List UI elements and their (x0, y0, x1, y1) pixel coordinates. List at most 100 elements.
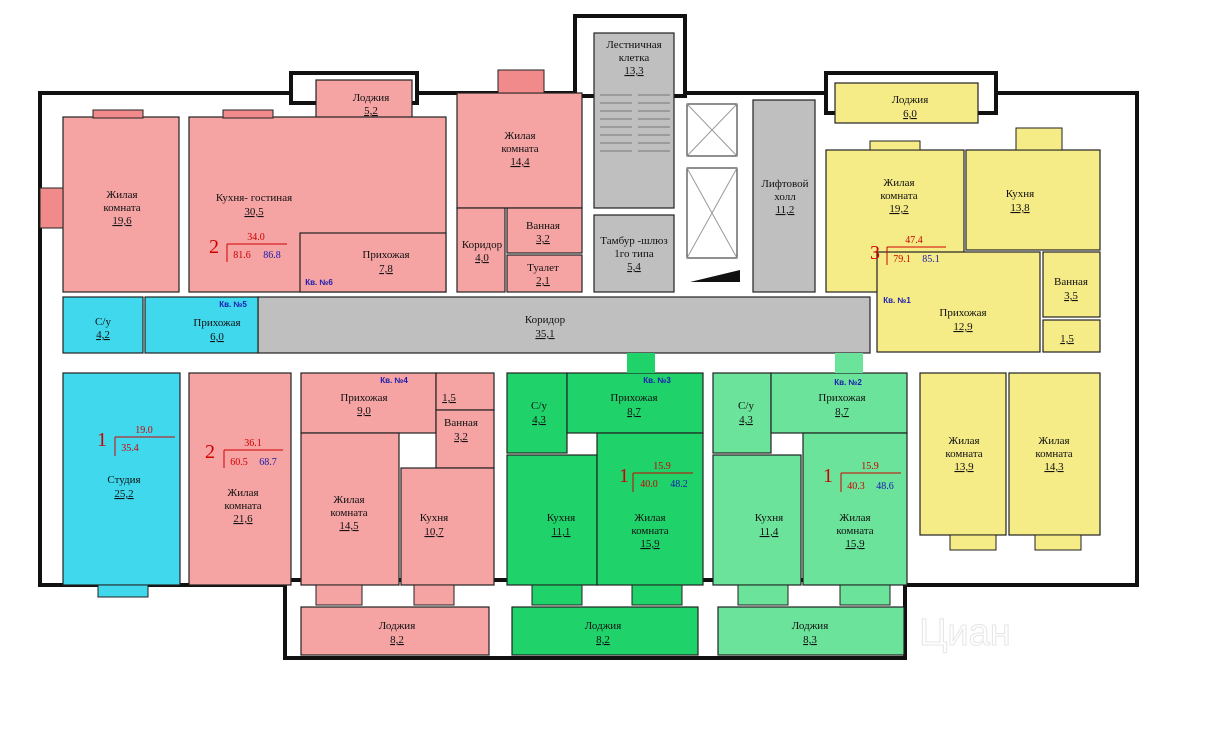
label-hall-8-7-kv2: Прихожая (818, 392, 865, 404)
label-wc-4-2: С/у (95, 316, 111, 328)
window-g-bot-2 (631, 584, 683, 606)
area-living-13-9: 13,9 (954, 461, 974, 473)
area-hall-12-9: 12,9 (953, 321, 973, 333)
label-living-15-9-kv2: Жилая (839, 512, 870, 524)
area-wc-4-3-kv2: 4,3 (739, 414, 753, 426)
room-living-15-9-kv3 (596, 432, 704, 586)
legend-kv5: 1 19.0 35.4 (97, 425, 175, 456)
legend-kv6-total-a: 81.6 (233, 250, 251, 261)
legend-kv2-total-b: 48.6 (876, 481, 894, 492)
label-bath-3-5: Ванная (1054, 276, 1088, 288)
legend-kv6-total-b: 86.8 (263, 250, 281, 261)
label-airlock-b: 1го типа (614, 248, 654, 260)
ramp-icon (690, 270, 740, 282)
legend-kv1-rooms: 3 (870, 242, 880, 264)
window-y-bot-1 (949, 534, 997, 551)
legend-kv2-living: 15.9 (861, 461, 879, 472)
legend-kv6: 2 34.0 81.6 86.8 (209, 232, 287, 262)
label-kitchen-11-1: Кухня (547, 512, 575, 524)
label-hall-12-9: Прихожая (939, 307, 986, 319)
window-y-top-2 (1015, 127, 1063, 151)
door-lg-top (835, 353, 863, 373)
legend-kv3-total-b: 48.2 (670, 479, 688, 490)
room-kitchen-10-7 (400, 467, 495, 586)
area-small-1-5-right: 1,5 (1060, 333, 1074, 345)
label-hall-8-7-kv3: Прихожая (610, 392, 657, 404)
window-left (39, 187, 64, 229)
area-living-14-4: 14,4 (510, 156, 530, 168)
area-bath-3-5: 3,5 (1064, 290, 1078, 302)
legend-kv4-living: 36.1 (244, 438, 262, 449)
label-living-14-5: Жилая (333, 494, 364, 506)
apartment-kv3 (506, 353, 704, 656)
room-corridor-4-0 (456, 207, 506, 293)
window-lg-bot-2 (839, 584, 891, 606)
room-labels: Лоджия 5,2 Жилая комната 19,6 Кухня- гос… (95, 39, 1088, 646)
area-living-14-3: 14,3 (1044, 461, 1064, 473)
area-hall-6-0: 6,0 (210, 331, 224, 343)
room-hall-12-9 (876, 251, 1041, 353)
label-loggia-8-2-mid: Лоджия (585, 620, 622, 632)
label-stairwell: Лестничная (606, 39, 661, 51)
tag-kv2: Кв. №2 (834, 378, 862, 387)
label-airlock: Тамбур -шлюз (600, 235, 667, 247)
label-living-14-5-b: комната (330, 507, 367, 519)
area-bath-3-2-bottom: 3,2 (454, 431, 468, 443)
window-p-bot-1 (315, 584, 363, 606)
legend-kv3-rooms: 1 (619, 465, 629, 487)
window-studio (97, 584, 149, 598)
room-studio (62, 372, 181, 586)
tag-kv4: Кв. №4 (380, 376, 408, 385)
building-core (593, 32, 816, 293)
area-elevator-hall: 11,2 (776, 204, 795, 216)
stairs-icon (600, 94, 670, 152)
legend-kv5-rooms: 1 (97, 429, 107, 451)
label-living-14-3-b: комната (1035, 448, 1072, 460)
window-top-1 (92, 109, 144, 119)
area-kitchen-10-7: 10,7 (424, 526, 444, 538)
window-g-bot-1 (531, 584, 583, 606)
label-living-14-4-b: комната (501, 143, 538, 155)
window-y-bot-2 (1034, 534, 1082, 551)
room-toilet-2-1 (506, 254, 583, 293)
corridor-band (62, 296, 871, 354)
room-living-19-6 (62, 116, 180, 293)
area-hall-8-7-kv2: 8,7 (835, 406, 849, 418)
area-living-19-2: 19,2 (889, 203, 908, 215)
room-living-14-4 (456, 92, 583, 209)
loggia-6-0 (834, 82, 979, 124)
apartment-kv4 (188, 372, 495, 656)
label-kitchen-13-8: Кухня (1006, 188, 1034, 200)
apartment-kv1 (825, 82, 1101, 551)
area-studio: 25,2 (114, 488, 133, 500)
area-kitchen-11-1: 11,1 (552, 526, 571, 538)
legend-kv3: 1 15.9 40.0 48.2 (619, 461, 693, 492)
label-elevator-hall-b: холл (774, 191, 796, 203)
label-wc-4-3-kv2: С/у (738, 400, 754, 412)
area-wc-4-3-kv3: 4,3 (532, 414, 546, 426)
room-living-21-6 (188, 372, 292, 586)
area-hall-9-0: 9,0 (357, 405, 371, 417)
area-loggia-8-2-left: 8,2 (390, 634, 404, 646)
room-wc-4-2 (62, 296, 144, 354)
label-loggia-6-0: Лоджия (892, 94, 929, 106)
tag-kv6: Кв. №6 (305, 278, 333, 287)
legend-kv1-total-b: 85.1 (922, 254, 940, 265)
room-wc-4-3-kv3 (506, 372, 568, 454)
room-living-15-9-kv2 (802, 432, 908, 586)
area-main-corridor: 35,1 (535, 328, 554, 340)
watermark: Циан (919, 612, 1010, 654)
label-living-14-4: Жилая (504, 130, 535, 142)
legend-kv4-total-b: 68.7 (259, 457, 277, 468)
area-corridor-4-0: 4,0 (475, 252, 489, 264)
room-kitchen-11-1 (506, 454, 598, 586)
label-kitchen-11-4: Кухня (755, 512, 783, 524)
label-living-19-2: Жилая (883, 177, 914, 189)
area-loggia-8-2-mid: 8,2 (596, 634, 610, 646)
label-living-14-3: Жилая (1038, 435, 1069, 447)
area-living-14-5: 14,5 (339, 520, 359, 532)
area-wc-4-2: 4,2 (96, 329, 110, 341)
label-living-19-6-b: комната (103, 202, 140, 214)
tag-kv5: Кв. №5 (219, 300, 247, 309)
